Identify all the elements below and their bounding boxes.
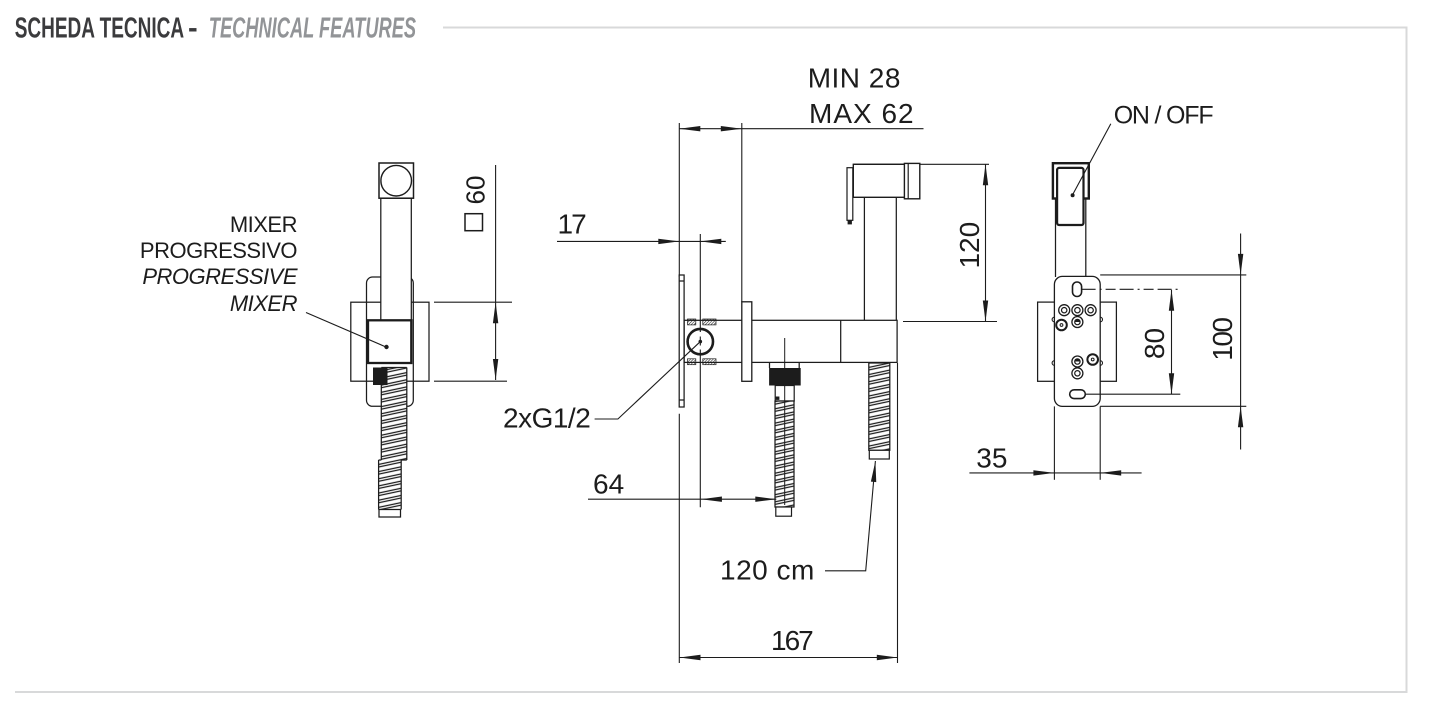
svg-text:120: 120	[954, 222, 985, 269]
svg-text:167: 167	[771, 625, 813, 656]
svg-text:TECHNICAL FEATURES: TECHNICAL FEATURES	[209, 12, 416, 44]
svg-text:SCHEDA TECNICA: SCHEDA TECNICA	[15, 13, 185, 45]
svg-text:MIN 28: MIN 28	[808, 63, 901, 94]
svg-text:35: 35	[976, 442, 1007, 473]
svg-text:MIXER: MIXER	[230, 291, 298, 316]
svg-text:PROGRESSIVO: PROGRESSIVO	[140, 238, 297, 263]
svg-text:100: 100	[1207, 318, 1238, 361]
svg-text:2xG1/2: 2xG1/2	[503, 403, 590, 434]
svg-text:PROGRESSIVE: PROGRESSIVE	[142, 264, 297, 289]
svg-text:80: 80	[1139, 328, 1170, 359]
svg-text:17: 17	[558, 209, 587, 240]
svg-text:ON / OFF: ON / OFF	[1114, 102, 1214, 130]
svg-text:-: -	[188, 12, 198, 44]
svg-text:64: 64	[593, 469, 624, 500]
svg-text:60: 60	[461, 176, 491, 205]
svg-text:MIXER: MIXER	[230, 212, 297, 237]
svg-text:MAX 62: MAX 62	[809, 98, 915, 129]
svg-text:120 cm: 120 cm	[720, 554, 815, 585]
